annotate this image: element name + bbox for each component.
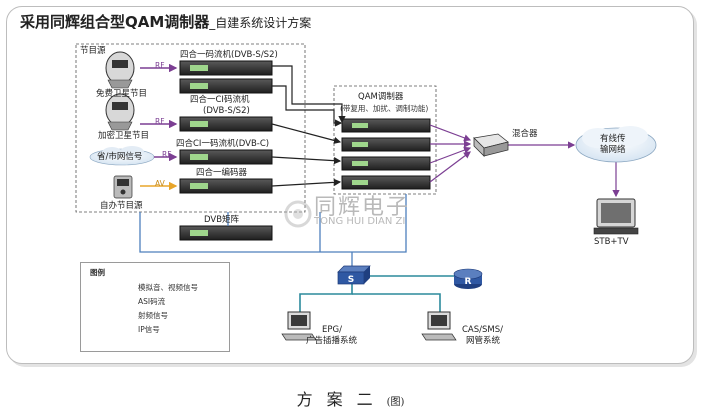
rf-tag-3: RF	[162, 150, 172, 159]
encrypted-satellite-label: 加密卫星节目	[98, 131, 150, 141]
legend-box	[80, 262, 230, 352]
combiner-label: 混合器	[512, 129, 538, 139]
title-main: 采用同辉组合型QAM调制器	[20, 13, 210, 31]
source-group-label: 节目源	[80, 46, 106, 56]
device-encoder	[179, 178, 273, 194]
asi-line-5	[271, 178, 342, 187]
ip-bus-line	[139, 194, 407, 253]
free-satellite-label: 免费卫星节目	[96, 89, 148, 99]
source-group-box	[75, 43, 306, 213]
router-icon: R	[453, 268, 483, 289]
legend-item-asi: ASI码流	[138, 297, 166, 306]
asi-line-1	[272, 65, 346, 124]
cas-label-line2: 网管系统	[466, 336, 501, 346]
watermark-cn: 同辉电子	[314, 195, 411, 220]
page-title: 采用同辉组合型QAM调制器_自建系统设计方案	[20, 11, 311, 32]
cable-network-cloud-icon	[575, 126, 657, 163]
device-1-label: 四合一码流机(DVB-S/S2)	[180, 50, 278, 60]
device-dvb-matrix	[179, 225, 273, 241]
qam-note: (带复用、加扰、调制功能)	[340, 104, 429, 113]
legend-item-rf: 射频信号	[138, 311, 168, 320]
router-letter: R	[465, 277, 472, 287]
device-ci-dvb-s-s2-b	[179, 116, 273, 132]
asi-line-3	[271, 123, 342, 144]
rf-qam-3	[429, 146, 472, 164]
device-4-label: 四合一编码器	[196, 168, 248, 178]
device-2-label-b: (DVB-S/S2)	[203, 106, 250, 116]
epg-computer-icon	[281, 311, 317, 341]
province-city-signal-label: 省/市网信号	[97, 152, 143, 162]
rf-tag-2: RF	[155, 117, 165, 126]
satellite-receiver-icon-encrypted	[105, 93, 135, 131]
title-sub: _自建系统设计方案	[209, 16, 312, 30]
stb-tv-label: STB+TV	[594, 237, 629, 247]
cas-computer-icon	[421, 311, 457, 341]
watermark-logo-icon	[284, 200, 312, 228]
watermark-en: TONG HUI DIAN ZI	[314, 216, 406, 227]
bus-epg	[299, 284, 353, 312]
rf-qam-1	[429, 124, 472, 142]
device-2-label-a: 四合一CI码流机	[190, 95, 250, 105]
legend-item-ip: IP信号	[138, 325, 160, 334]
rf-tag-1: RF	[155, 61, 165, 70]
cas-label-line1: CAS/SMS/	[462, 325, 503, 335]
caption-main: 方案二	[296, 390, 387, 409]
caption-tag: (图)	[386, 397, 405, 408]
epg-label-line2: 广告插播系统	[306, 336, 358, 346]
network-cloud-icon	[89, 146, 155, 166]
epg-label-line1: EPG/	[322, 325, 342, 335]
device-ci-dvb-c	[179, 149, 273, 165]
figure-caption: 方案二(图)	[0, 386, 701, 410]
qam-title: QAM调制器	[358, 92, 404, 102]
device-3-label: 四合CI一码流机(DVB-C)	[176, 139, 270, 149]
bus-cas	[352, 293, 441, 312]
switch-icon: S	[337, 265, 371, 285]
stb-tv-icon	[593, 198, 639, 235]
combiner-icon	[473, 133, 509, 157]
self-program-source-label: 自办节目源	[100, 201, 143, 211]
device-ci-dvb-s-s2	[179, 78, 273, 94]
dvb-matrix-label: DVB矩阵	[204, 215, 240, 225]
legend-item-analog: 模拟音、视频信号	[138, 283, 198, 292]
av-tag: AV	[155, 179, 165, 188]
video-source-icon	[113, 175, 133, 199]
asi-line-4	[271, 156, 342, 165]
switch-letter: S	[348, 275, 354, 285]
cable-network-line2: 输网络	[600, 145, 626, 155]
qam-modulator-stack	[341, 118, 431, 190]
device-dvb-s-s2	[179, 60, 273, 76]
rf-qam-4	[429, 151, 471, 183]
asi-line-2	[272, 85, 343, 127]
cable-network-line1: 有线传	[600, 134, 626, 144]
legend-title: 图例	[90, 268, 105, 277]
satellite-receiver-icon-free	[105, 51, 135, 89]
